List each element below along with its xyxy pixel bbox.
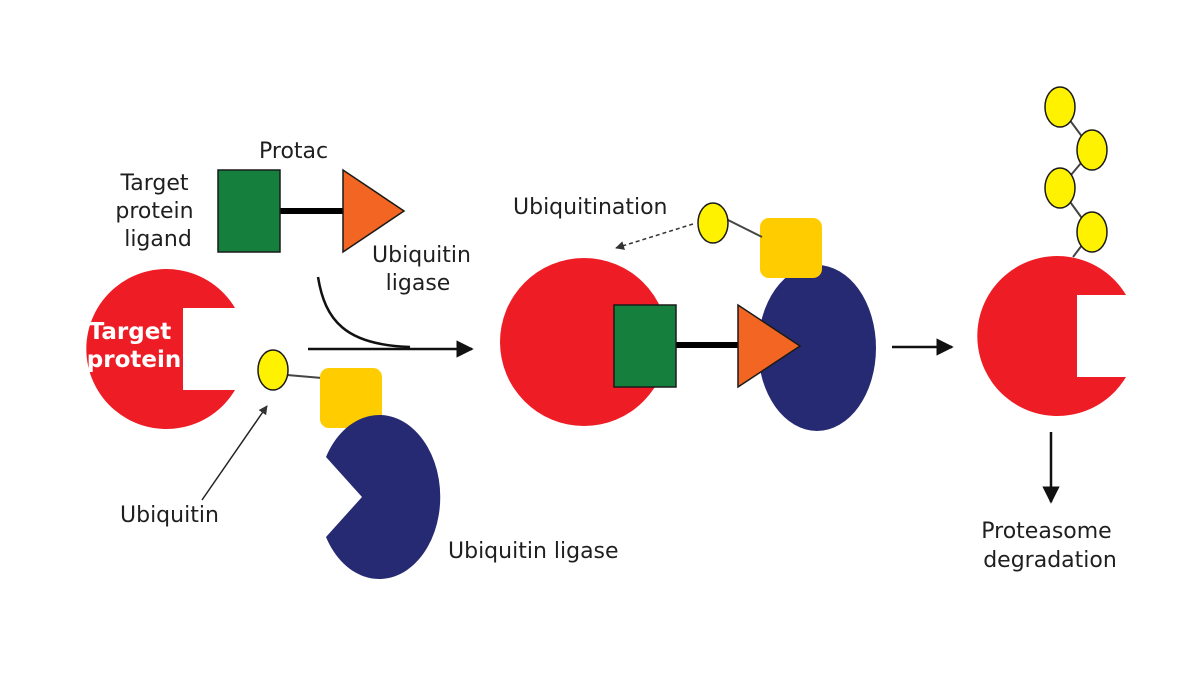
protac-label: Protac (259, 139, 328, 164)
binding-curve (316, 276, 411, 349)
ligase-adapter-square (320, 368, 382, 428)
complex-ubiquitin-tether (727, 219, 763, 238)
polyubiquitin-bead (1076, 129, 1108, 171)
target-protein-ligand-label: Target protein ligand (115, 171, 200, 252)
target-protein-shape (86, 269, 235, 429)
ubiquitin-ligase-protac-label: Ubiquitin ligase (372, 243, 478, 296)
ubiquitin-label: Ubiquitin (120, 503, 219, 528)
complex-ligase-ligand-triangle (737, 303, 802, 389)
ubiquitination-arrow (615, 223, 694, 250)
ubiquitination-label: Ubiquitination (513, 195, 668, 220)
target-ligand-square (217, 169, 281, 253)
target-protein-label: Target protein (87, 319, 181, 373)
complex-ubiquitin-bead (697, 202, 729, 244)
polyubiquitin-bead (1076, 211, 1108, 253)
proteasome-degradation-label: Proteasome degradation (981, 519, 1118, 573)
ubiquitin-ligase-label: Ubiquitin ligase (448, 539, 619, 564)
ligase-ligand-triangle (342, 168, 406, 254)
polyubiquitin-chain (1044, 86, 1108, 258)
polyubiquitin-bead (1044, 167, 1076, 209)
complex-target-ligand-square (613, 304, 677, 388)
ubiquitin-ligase-shape (326, 415, 441, 579)
degraded-target-protein-shape (977, 255, 1126, 416)
polyubiquitin-bead (1044, 86, 1076, 128)
ubiquitin-pointer-arrow (201, 405, 268, 501)
ubiquitin-bead (257, 349, 289, 391)
complex-adapter-square (760, 218, 822, 278)
complex-ubiquitin-ligase (758, 265, 876, 431)
protac-molecule (217, 168, 406, 254)
ubiquitin-tether (286, 374, 323, 379)
